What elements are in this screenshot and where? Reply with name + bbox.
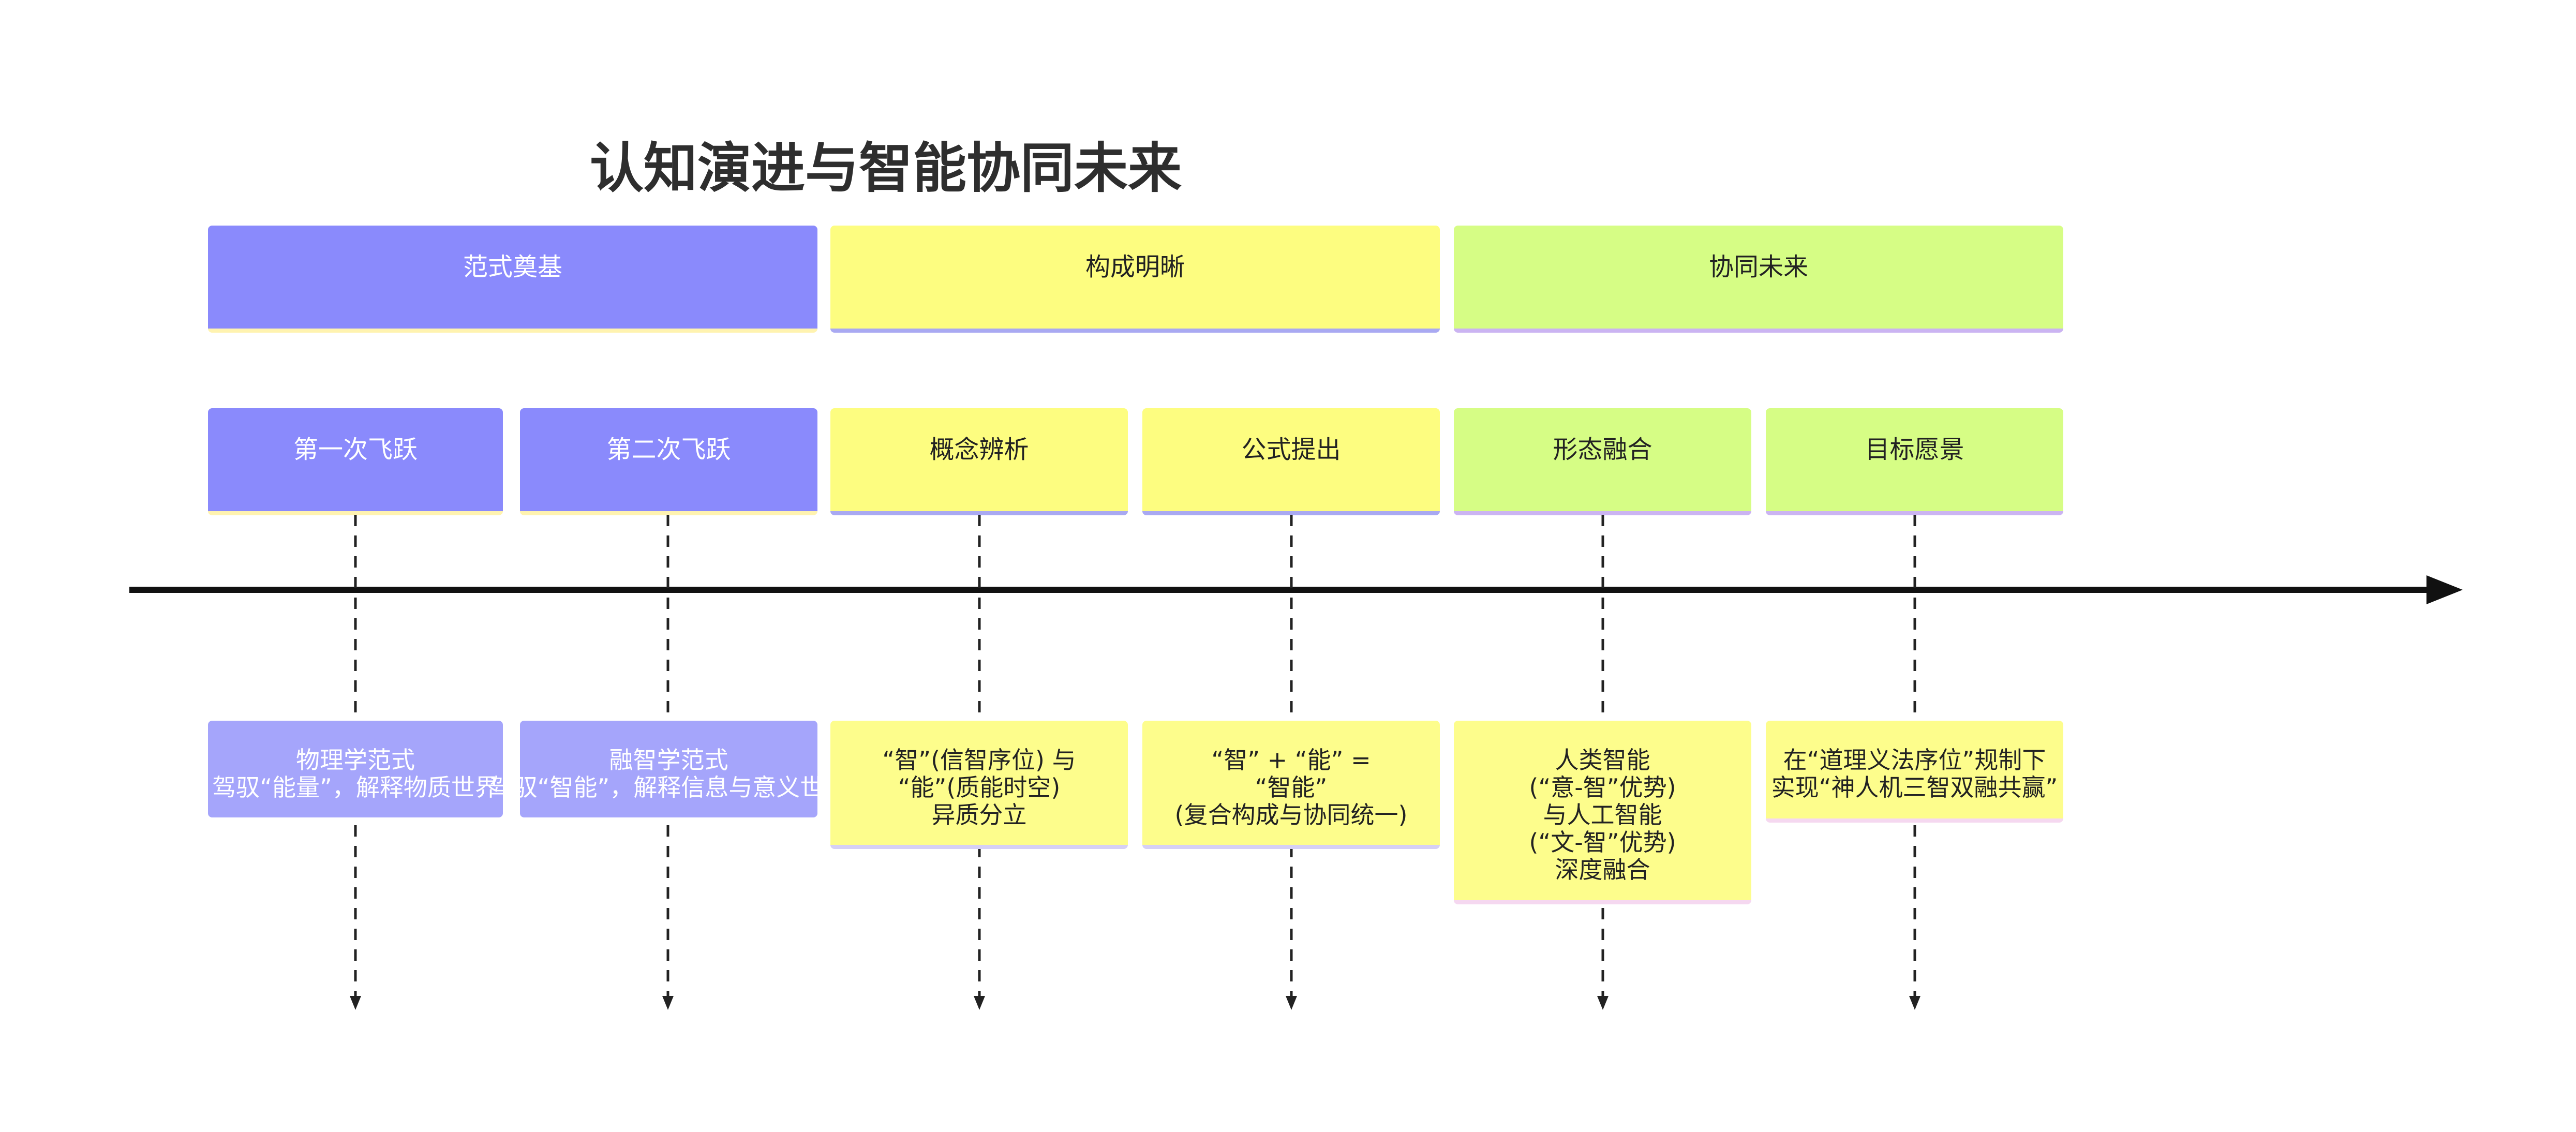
detail-line: “能”(质能时空)	[898, 773, 1061, 801]
detail-line: 异质分立	[931, 801, 1027, 829]
detail-line: “智” + “能” =	[1211, 746, 1371, 774]
detail-line: 人类智能	[1555, 746, 1650, 774]
connector-arrow-icon	[974, 996, 985, 1010]
phase-label: 协同未来	[1708, 252, 1808, 281]
detail-concept-distinction: “智”(信智序位) 与 “能”(质能时空) 异质分立	[830, 721, 1128, 849]
detail-line: 驾驭“能量”，解释物质世界	[212, 773, 499, 801]
detail-line: (“文-智”优势)	[1529, 828, 1676, 856]
phase-label: 构成明晰	[1085, 252, 1185, 281]
connector-arrow-icon	[1597, 996, 1609, 1010]
detail-line: 物理学范式	[296, 746, 415, 774]
stage-label: 目标愿景	[1865, 435, 1964, 464]
stage-label: 形态融合	[1553, 435, 1652, 464]
timeline-arrow-icon	[2426, 575, 2463, 604]
diagram-title: 认知演进与智能协同未来	[590, 137, 1182, 200]
stage-second-leap: 第二次飞跃	[520, 408, 817, 515]
detail-line: (“意-智”优势)	[1529, 773, 1676, 801]
connector-arrow-icon	[1909, 996, 1920, 1010]
phase-future: 协同未来	[1454, 226, 2063, 333]
detail-goal-vision: 在“道理义法序位”规制下 实现“神人机三智双融共赢”	[1766, 721, 2063, 823]
stage-label: 公式提出	[1241, 435, 1341, 464]
detail-formula: “智” + “能” = “智能” (复合构成与协同统一)	[1142, 721, 1440, 849]
detail-line: 融智学范式	[609, 746, 728, 774]
stage-first-leap: 第一次飞跃	[208, 408, 503, 515]
phase-label: 范式奠基	[463, 252, 562, 281]
stage-formula: 公式提出	[1142, 408, 1440, 515]
detail-line: 在“道理义法序位”规制下	[1783, 746, 2046, 774]
stage-label: 第一次飞跃	[293, 435, 418, 464]
detail-line: “智”(信智序位) 与	[882, 746, 1076, 774]
connector-arrow-icon	[350, 996, 361, 1010]
detail-intelligence-fusion: 人类智能 (“意-智”优势) 与人工智能 (“文-智”优势) 深度融合	[1454, 721, 1751, 904]
stage-concept-analysis: 概念辨析	[830, 408, 1128, 515]
stage-label: 概念辨析	[929, 435, 1029, 464]
detail-physics-paradigm: 物理学范式 驾驭“能量”，解释物质世界	[208, 721, 503, 817]
connector-arrow-icon	[662, 996, 674, 1010]
detail-line: 深度融合	[1555, 856, 1650, 884]
phase-composition: 构成明晰	[830, 226, 1440, 333]
detail-line: 与人工智能	[1543, 801, 1662, 829]
detail-line: 实现“神人机三智双融共赢”	[1771, 773, 2058, 801]
stage-form-fusion: 形态融合	[1454, 408, 1751, 515]
stage-label: 第二次飞跃	[606, 435, 731, 464]
connector-arrow-icon	[1286, 996, 1297, 1010]
detail-line: (复合构成与协同统一)	[1174, 801, 1408, 829]
detail-line: “智能”	[1255, 773, 1328, 801]
detail-line: 驾驭“智能”，解释信息与意义世界	[489, 773, 848, 801]
stage-goal-vision: 目标愿景	[1766, 408, 2063, 515]
detail-rongzhi-paradigm: 融智学范式 驾驭“智能”，解释信息与意义世界	[490, 721, 847, 817]
phase-foundation: 范式奠基	[208, 226, 817, 333]
